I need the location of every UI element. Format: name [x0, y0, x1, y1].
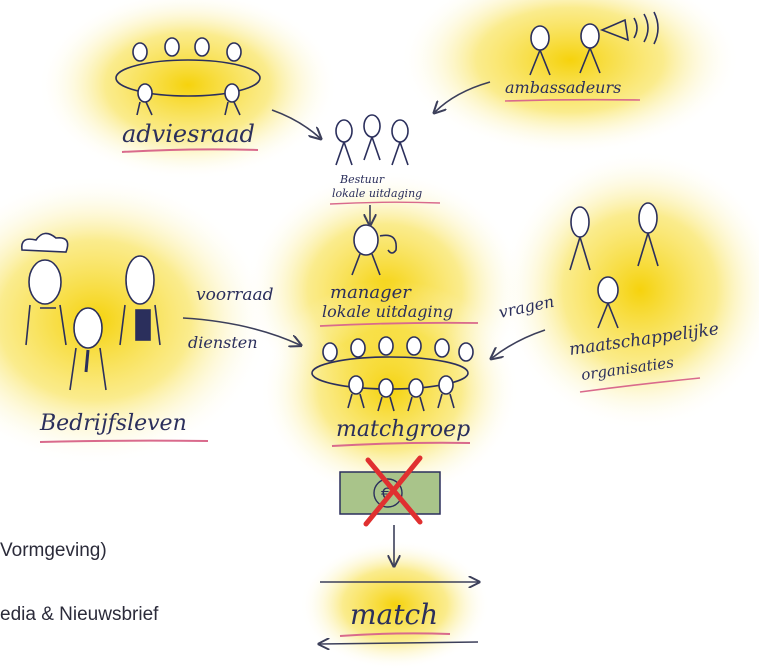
flow-arrows [182, 81, 546, 565]
label-manager-line1: manager [330, 282, 412, 303]
underline-match [339, 632, 451, 637]
label-bestuur-line2: lokale uitdaging [332, 187, 422, 200]
label-ambassadeurs: ambassadeurs [505, 78, 621, 97]
underline-bestuur [329, 201, 441, 205]
bedrijfsleven-group [20, 232, 161, 391]
side-text-nieuwsbrief: edia & Nieuwsbrief [0, 604, 159, 625]
ambassadeurs-group [529, 11, 659, 76]
underline-adviesraad [121, 148, 259, 153]
label-bestuur-line1: Bestuur [339, 173, 385, 186]
underline-maatschappelijke [579, 377, 701, 393]
underline-bedrijfsleven [39, 439, 209, 443]
label-adviesraad: adviesraad [122, 120, 255, 148]
maatschappelijke-group [569, 202, 659, 329]
adviesraad-group [115, 37, 261, 116]
money-crossed-out: € [339, 455, 441, 527]
matchgroep-group [311, 336, 474, 412]
underline-manager [319, 321, 479, 327]
underline-matchgroep [331, 441, 471, 447]
label-voorraad: voorraad [196, 285, 274, 305]
side-text-vormgeving: Vormgeving) [0, 540, 107, 561]
bestuur-group [335, 114, 409, 166]
label-matchgroep: matchgroep [336, 417, 470, 442]
label-manager-line2: lokale uitdaging [322, 302, 453, 321]
money-symbol: € [381, 484, 391, 503]
label-bedrijfsleven: Bedrijfsleven [39, 411, 187, 436]
match-box [320, 582, 478, 644]
label-diensten: diensten [188, 333, 258, 352]
underline-ambassadeurs [504, 98, 641, 102]
label-match: match [350, 598, 438, 631]
